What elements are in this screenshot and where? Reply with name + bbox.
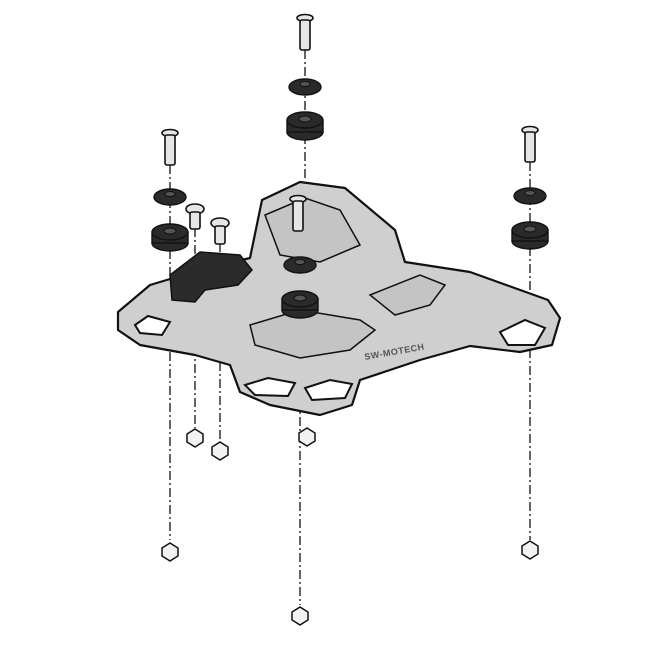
nut: [521, 540, 539, 560]
bolt-inner: [289, 194, 307, 232]
washer-thick: [281, 290, 319, 319]
handle-slot: [243, 376, 297, 398]
washer-thick: [151, 223, 189, 252]
handle-slot: [498, 318, 547, 346]
top-rack-plate: SW-MOTECH: [116, 180, 562, 417]
washer: [513, 187, 547, 205]
nut: [291, 606, 309, 626]
bolt-top-center: [296, 13, 314, 51]
bolt-right: [521, 125, 539, 163]
nut: [211, 441, 229, 461]
rubber-adapter-pad: [169, 251, 253, 303]
bolts: [161, 13, 539, 245]
washer: [283, 256, 317, 274]
handle-slot: [133, 314, 172, 337]
nut: [161, 542, 179, 562]
handle-slot: [303, 378, 354, 402]
rubber-washers: [151, 78, 549, 319]
nut: [186, 428, 204, 448]
washer: [288, 78, 322, 96]
nut: [298, 427, 316, 447]
washer: [153, 188, 187, 206]
bolt-left: [161, 128, 179, 166]
screw-small-2: [210, 217, 230, 245]
screw-small-1: [185, 203, 205, 230]
washer-thick: [286, 111, 324, 141]
lock-nuts: [161, 427, 539, 626]
washer-thick: [511, 221, 549, 250]
